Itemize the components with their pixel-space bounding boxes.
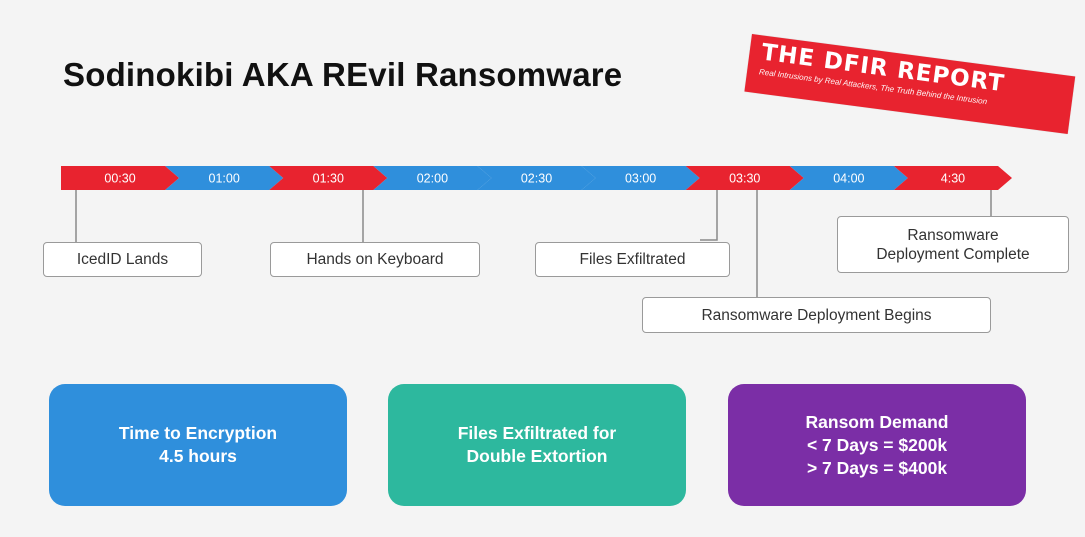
timeline-segment-label: 00:30 xyxy=(104,172,135,186)
card-time-to-encryption: Time to Encryption 4.5 hours xyxy=(49,384,347,506)
event-label: IcedID Lands xyxy=(76,251,169,268)
timeline-segment-label: 4:30 xyxy=(941,172,965,186)
timeline-segment-label: 01:00 xyxy=(209,172,240,186)
slide-title: Sodinokibi AKA REvil Ransomware xyxy=(63,56,623,93)
card-ransom-demand: Ransom Demand < 7 Days = $200k > 7 Days … xyxy=(728,384,1026,506)
timeline-segment-2 xyxy=(165,166,284,190)
timeline-segment-label: 02:30 xyxy=(521,172,552,186)
card-line-1: Ransom Demand xyxy=(805,411,949,432)
event-label: Files Exfiltrated xyxy=(579,251,686,268)
timeline-segment-5 xyxy=(477,166,596,190)
card-line-2: < 7 Days = $200k xyxy=(806,434,948,455)
timeline-segment-3 xyxy=(269,166,388,190)
card-files-exfiltrated: Files Exfiltrated for Double Extortion xyxy=(388,384,686,506)
timeline-segment-label: 03:00 xyxy=(625,172,656,186)
timeline-segment-4 xyxy=(373,166,492,190)
timeline-segment-label: 02:00 xyxy=(417,172,448,186)
card-line-2: 4.5 hours xyxy=(159,446,237,466)
card-line-1: Files Exfiltrated for xyxy=(457,423,617,443)
event-label: Ransomware Deployment Begins xyxy=(701,306,932,324)
timeline-segment-label: 01:30 xyxy=(313,172,344,186)
event-icedid-lands: IcedID Lands xyxy=(43,242,202,277)
dfir-report-stamp: THE DFIR REPORT Real Intrusions by Real … xyxy=(744,34,1076,135)
card-line-3: > 7 Days = $400k xyxy=(806,457,948,478)
timeline-segment-9 xyxy=(893,166,1012,190)
event-ransomware-deployment-begins: Ransomware Deployment Begins xyxy=(642,297,991,333)
timeline-segment-7 xyxy=(685,166,804,190)
timeline-segment-6 xyxy=(581,166,700,190)
card-line-1: Time to Encryption xyxy=(118,423,278,443)
timeline-segment-label: 04:00 xyxy=(833,172,864,186)
timeline-segment-label: 03:30 xyxy=(729,172,760,186)
timeline-segment-8 xyxy=(789,166,908,190)
card-line-2: Double Extortion xyxy=(466,446,608,466)
event-label-line-1: Ransomware xyxy=(907,226,999,244)
timeline-connector-3 xyxy=(700,190,718,241)
event-label: Hands on Keyboard xyxy=(306,251,444,268)
timeline-segment-1 xyxy=(61,166,180,190)
event-label-line-2: Deployment Complete xyxy=(876,245,1030,263)
timeline-arrows: 00:30 01:00 01:30 02:00 02:30 03:00 03:30 04:00… xyxy=(61,166,1012,190)
event-files-exfiltrated: Files Exfiltrated xyxy=(535,242,730,277)
event-hands-on-keyboard: Hands on Keyboard xyxy=(270,242,480,277)
event-ransomware-deployment-complete: Ransomware Deployment Complete xyxy=(837,216,1069,273)
